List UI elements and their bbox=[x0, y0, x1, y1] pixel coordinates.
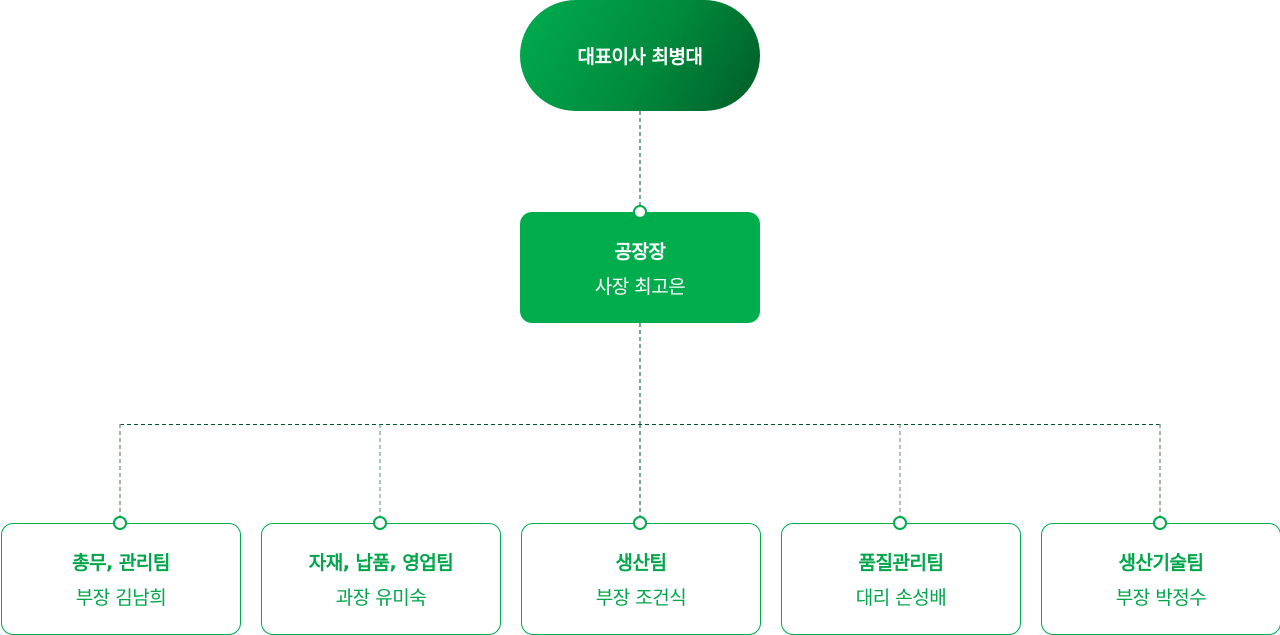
team-box-quality-control: 품질관리팀 대리 손성배 bbox=[781, 523, 1021, 635]
plant-manager-box: 공장장 사장 최고은 bbox=[520, 212, 760, 323]
team-title: 생산팀 bbox=[615, 552, 667, 574]
team-person: 부장 조건식 bbox=[595, 587, 687, 609]
team-box-materials-sales: 자재, 납품, 영업팀 과장 유미숙 bbox=[261, 523, 501, 635]
team-person: 부장 김남희 bbox=[75, 587, 167, 609]
team-connector-node bbox=[893, 516, 907, 530]
team-person: 대리 손성배 bbox=[855, 587, 947, 609]
team-title: 생산기술팀 bbox=[1118, 552, 1204, 574]
team-title: 자재, 납품, 영업팀 bbox=[308, 552, 454, 574]
team-title: 총무, 관리팀 bbox=[72, 552, 170, 574]
team-box-production-engineering: 생산기술팀 부장 박정수 bbox=[1041, 523, 1280, 635]
team-connector-node bbox=[1153, 516, 1167, 530]
ceo-label: 대표이사 최병대 bbox=[577, 46, 703, 68]
team-person: 과장 유미숙 bbox=[335, 587, 427, 609]
ceo-box: 대표이사 최병대 bbox=[520, 0, 760, 111]
plant-manager-person: 사장 최고은 bbox=[594, 275, 686, 298]
team-connector-node bbox=[373, 516, 387, 530]
team-connector-node bbox=[633, 516, 647, 530]
plant-connector-node bbox=[633, 205, 647, 219]
team-box-production: 생산팀 부장 조건식 bbox=[521, 523, 761, 635]
team-box-general-affairs: 총무, 관리팀 부장 김남희 bbox=[1, 523, 241, 635]
plant-manager-title: 공장장 bbox=[614, 240, 666, 263]
team-person: 부장 박정수 bbox=[1115, 587, 1207, 609]
team-title: 품질관리팀 bbox=[858, 552, 944, 574]
team-connector-node bbox=[113, 516, 127, 530]
